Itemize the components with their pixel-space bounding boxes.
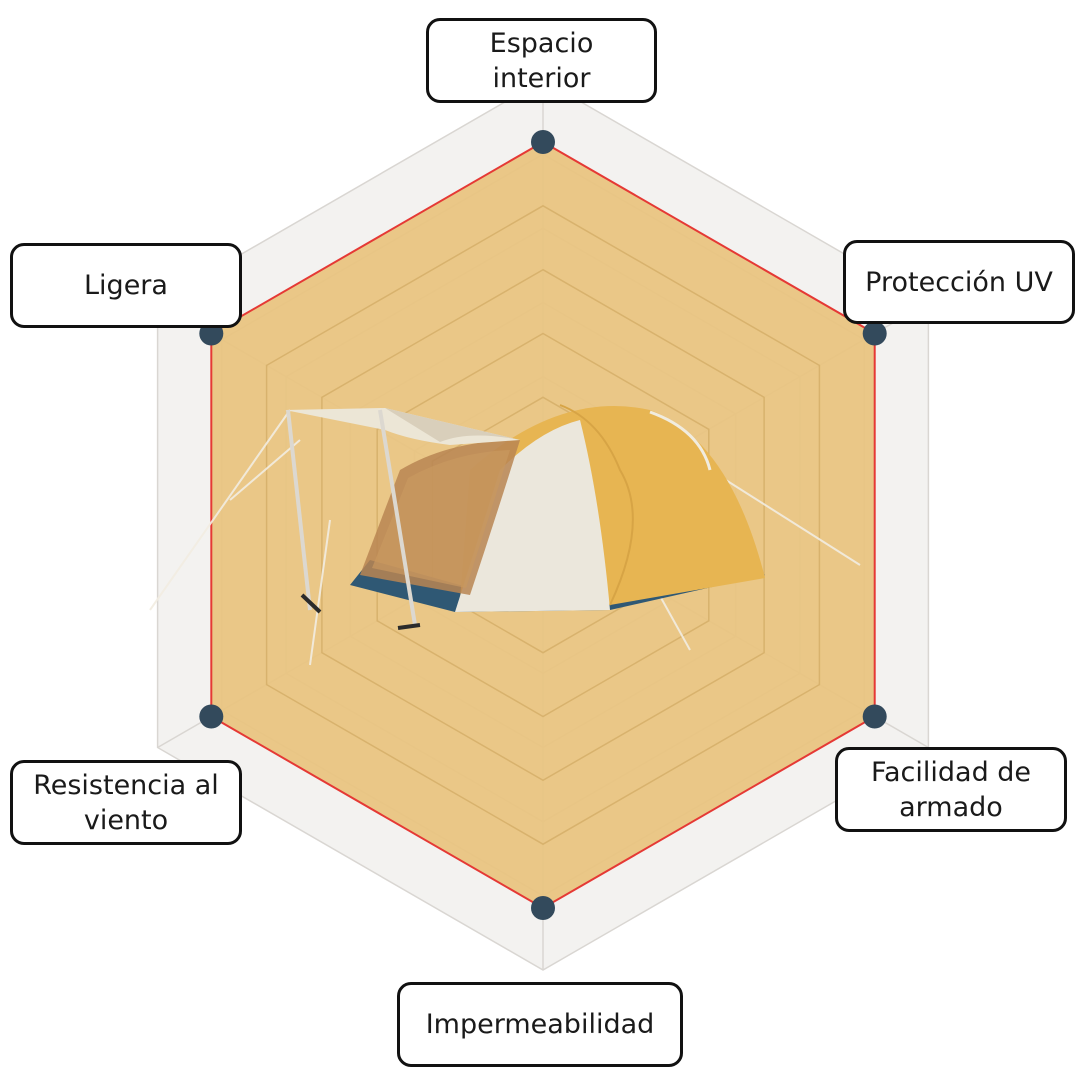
inner-grid-ring-5 <box>265 204 821 846</box>
data-point-0 <box>531 130 555 154</box>
axis-label-resistencia-al-viento: Resistencia al viento <box>10 760 242 845</box>
axis-label-facilidad-de-armado: Facilidad de armado <box>835 747 1067 832</box>
axis-label-ligera: Ligera <box>10 243 242 328</box>
inner-grid-ring-4 <box>321 268 765 782</box>
data-point-1 <box>862 321 887 346</box>
axis-label-proteccion-uv: Protección UV <box>843 240 1075 324</box>
data-point-3 <box>531 896 555 920</box>
axis-label-espacio-interior: Espacio interior <box>426 18 657 103</box>
axis-label-impermeabilidad: Impermeabilidad <box>397 982 683 1067</box>
radar-markers <box>199 130 887 920</box>
tent-image <box>149 404 861 666</box>
data-point-4 <box>199 704 224 729</box>
data-point-2 <box>862 704 887 729</box>
inner-grid-ring-3 <box>376 332 710 718</box>
